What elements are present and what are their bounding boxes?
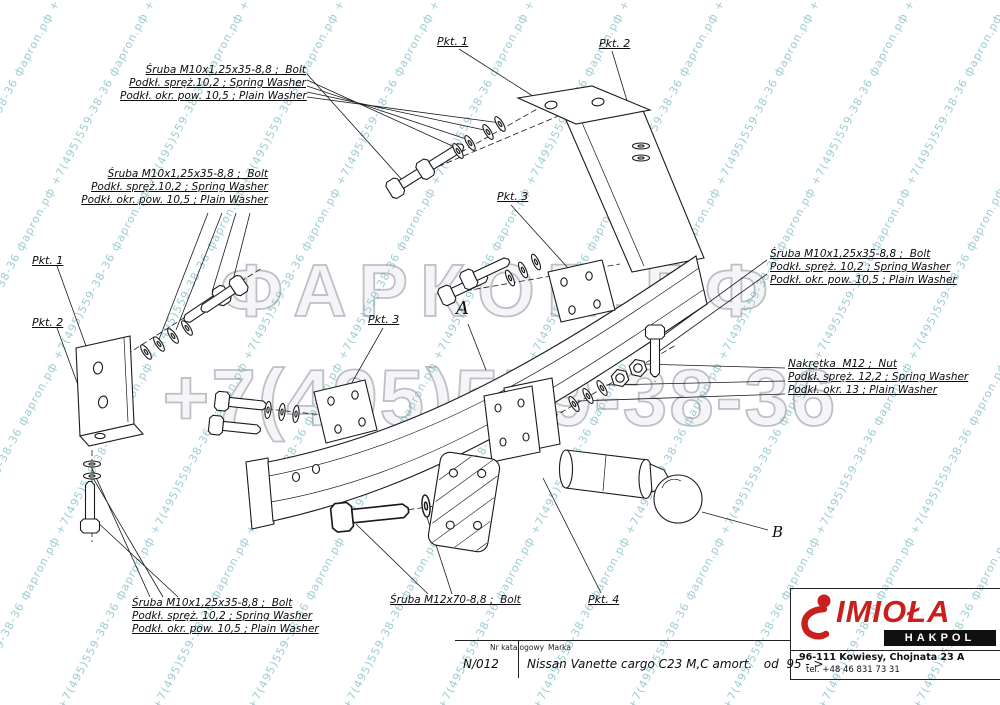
callout-bolt-bottom: Śruba M10x1,25x35-8,8 ; Bolt Podkł. sprę… <box>132 597 319 636</box>
catalog-number-value: N/012 <box>463 657 499 671</box>
callout-nut-right: Nakrętka M12 ; Nut Podkł. spręż. 12,2 ; … <box>788 358 978 397</box>
leader-lines <box>56 48 786 598</box>
logobox-midline <box>790 650 1000 651</box>
callout-bolt-m12: Śruba M12x70-8,8 ; Bolt <box>390 594 521 607</box>
tow-ball-arm <box>558 449 703 524</box>
callout-line: Śruba M10x1,25x35-8,8 ; Bolt <box>145 64 306 76</box>
callout-pkt1-left: Pkt. 1 <box>32 254 64 267</box>
callout-line: Podkł. spręż.10,2 ; Spring Washer <box>129 77 306 89</box>
reference-letter-b: B <box>772 523 784 541</box>
upper-bracket-plate <box>547 259 616 323</box>
top-bolt-chain <box>383 114 508 201</box>
callout-line: Podkł. spręż. 12,2 ; Spring Washer <box>788 371 969 383</box>
towhook-logo-icon <box>801 594 831 640</box>
callout-pkt2-left: Pkt. 2 <box>32 316 64 329</box>
callout-line: Śruba M10x1,25x35-8,8 ; Bolt <box>107 168 268 180</box>
callout-line: Podkł. okr. pow. 10,5 ; Plain Washer <box>120 90 307 102</box>
left-bolt-chain <box>138 273 251 362</box>
callout-line: Śruba M10x1,25x35-8,8 ; Bolt <box>770 248 931 260</box>
company-address: 96-111 Kowiesy, Chojnata 23 A <box>799 652 965 663</box>
callout-line: Nakrętka M12 ; Nut <box>788 358 898 370</box>
left-bracket <box>75 335 145 447</box>
callout-pkt3-mid: Pkt. 3 <box>368 313 400 326</box>
callout-line: Śruba M12x70-8,8 ; Bolt <box>390 594 521 606</box>
lower-bolt-chain <box>207 390 301 440</box>
logobox-bottomline <box>790 679 1000 680</box>
right-vertical-bolt <box>644 324 666 378</box>
callout-line: Podkł. okr. pow. 10,5 ; Plain Washer <box>132 623 319 635</box>
logobox-leftline <box>790 588 791 680</box>
reference-letter-a: A <box>456 298 469 319</box>
callout-pkt2-top: Pkt. 2 <box>599 37 631 50</box>
callout-pkt1-top: Pkt. 1 <box>437 35 469 48</box>
backing-plate <box>427 451 501 553</box>
callout-bolt-top: Śruba M10x1,25x35-8,8 ; Bolt Podkł. sprę… <box>120 64 307 103</box>
callout-line: Podkł. okr. pow. 10,5 ; Plain Washer <box>770 274 957 286</box>
titleblock-topline <box>455 640 790 641</box>
callout-line: Podkł. spręż.10,2 ; Spring Washer <box>91 181 268 193</box>
ball-mount-plates <box>483 377 561 463</box>
callout-line: Śruba M10x1,25x35-8,8 ; Bolt <box>132 597 293 609</box>
callout-bolt-left: Śruba M10x1,25x35-8,8 ; Bolt Podkł. sprę… <box>78 168 268 207</box>
callout-bolt-right: Śruba M10x1,25x35-8,8 ; Bolt Podkł. sprę… <box>770 248 965 287</box>
callout-line: Podkł. okr. 13 ; Plain Washer <box>788 384 938 396</box>
company-phone: tel. +48 46 831 73 31 <box>806 665 900 675</box>
callout-pkt3-top: Pkt. 3 <box>497 190 529 203</box>
left-vertical-bolt-chain <box>79 460 102 534</box>
callout-line: Podkł. spręż. 10,2 ; Spring Washer <box>132 610 313 622</box>
brand-sub-text: HAKPOL <box>884 630 996 646</box>
vehicle-model-value: Nissan Vanette cargo C23 M,C amort. od 9… <box>527 657 824 671</box>
lower-bracket-plate <box>313 379 378 444</box>
callout-pkt4: Pkt. 4 <box>588 593 620 606</box>
brand-logo-text: IMIOŁA <box>836 594 951 629</box>
logobox-topline <box>790 588 1000 589</box>
upper-bolt-chain <box>435 251 543 308</box>
callout-line: Podkł. spręż. 10,2 ; Spring Washer <box>770 261 951 273</box>
make-header: Marka <box>548 643 571 652</box>
crossbar-beam <box>245 255 708 530</box>
right-side-member <box>516 85 705 273</box>
catalog-number-header: Nr katalogowy <box>490 643 545 652</box>
callout-line: Podkł. okr. pow. 10,5 ; Plain Washer <box>81 194 268 206</box>
titleblock-divider <box>518 640 519 678</box>
